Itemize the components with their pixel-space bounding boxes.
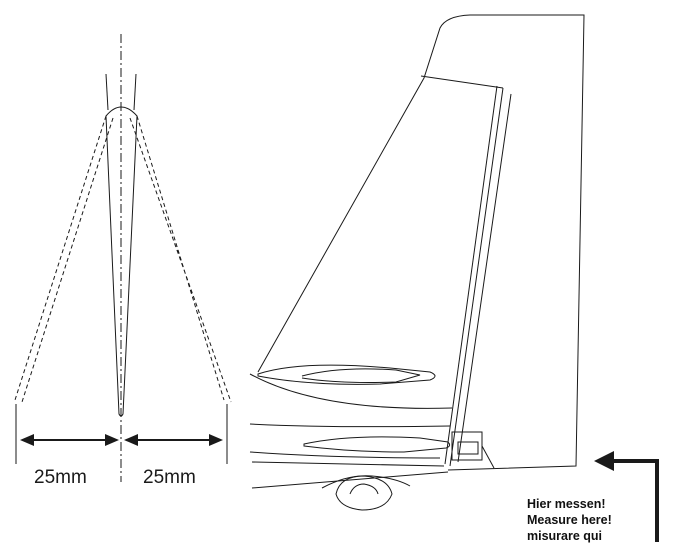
rudder-deflected-right — [129, 115, 232, 403]
rudder-top-view — [14, 34, 232, 482]
tail-wheel-housing — [321, 475, 411, 489]
rudder-neutral — [105, 106, 138, 417]
measure-arrowhead — [594, 451, 614, 471]
arrowhead-left-start — [20, 434, 34, 446]
measure-here-note: Hier messen! Measure here! misurare qui — [527, 496, 612, 544]
horizontal-stabilizer — [257, 364, 436, 385]
lower-stabilizer — [303, 436, 451, 453]
arrowhead-right-end — [209, 434, 223, 446]
arrowhead-left-end — [105, 434, 119, 446]
vertical-fin-outline — [257, 14, 585, 471]
measure-here-german: Hier messen! — [527, 497, 606, 511]
rudder-hinge-line-inner — [457, 93, 512, 463]
dimension-arrows — [20, 434, 223, 446]
rudder-hinge-line — [449, 87, 504, 467]
tail-wheel-hub — [349, 483, 379, 495]
tail-wheel — [335, 475, 393, 511]
fin-outline-right — [133, 73, 137, 111]
fuselage-top-line — [249, 373, 453, 409]
measure-here-english: Measure here! — [527, 513, 612, 527]
stabilizer-detail — [301, 368, 421, 383]
dimension-label-left: 25mm — [34, 467, 87, 488]
fuselage-lower-line — [249, 451, 441, 459]
fin-outline-left — [105, 73, 109, 111]
tail-side-view — [249, 14, 585, 511]
measure-arrow-shaft — [612, 459, 659, 542]
fuselage-mid-line — [249, 423, 451, 428]
rudder-deflected-left — [14, 115, 114, 403]
measure-here-arrow — [594, 451, 659, 542]
arrowhead-right-start — [124, 434, 138, 446]
rudder-trailing-inner — [444, 85, 498, 465]
hinge-block-strut — [481, 445, 495, 469]
hinge-block-inner — [457, 441, 479, 455]
fuselage-side-line — [251, 461, 445, 467]
measure-here-italian: misurare qui — [527, 529, 603, 543]
fuselage-bottom-line — [251, 471, 449, 489]
dimension-label-right: 25mm — [143, 467, 196, 488]
fin-cap-line — [420, 75, 504, 89]
